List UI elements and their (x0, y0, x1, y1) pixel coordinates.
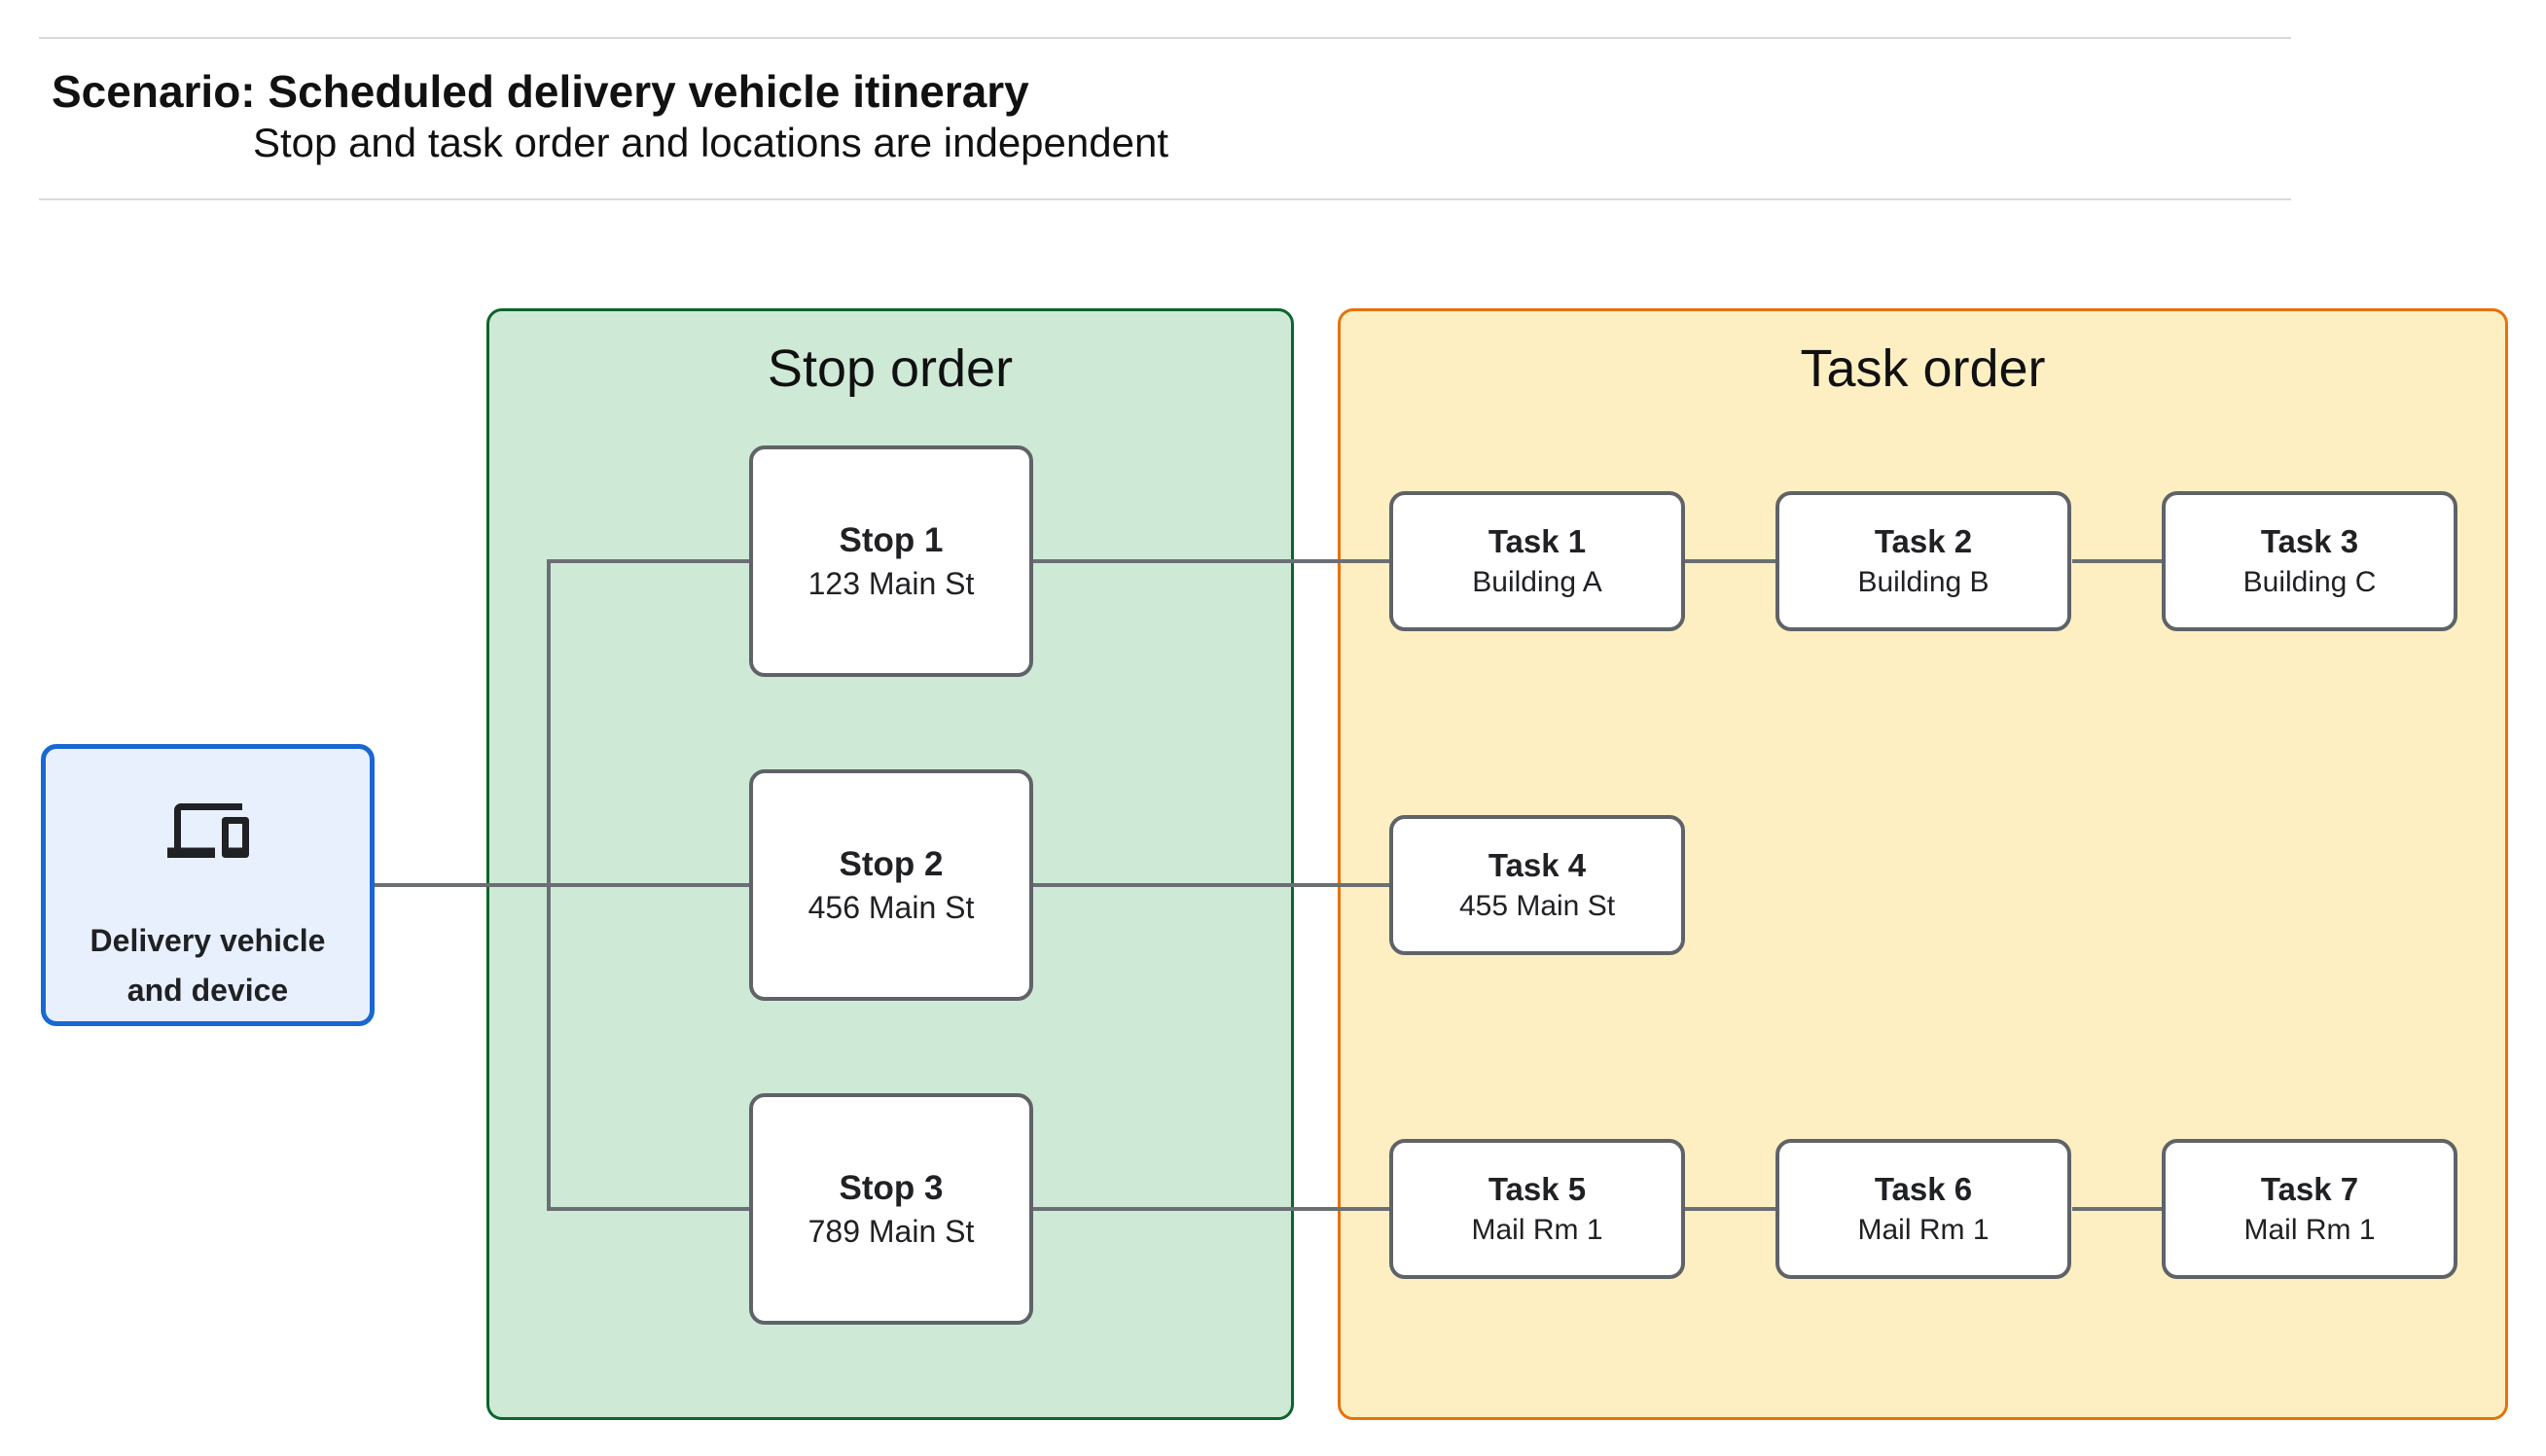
task-name: Task 7 (2260, 1171, 2359, 1208)
delivery-vehicle-node: Delivery vehicle and device (41, 744, 375, 1026)
header-divider-bottom (39, 198, 2291, 200)
stop-node-3: Stop 3 789 Main St (749, 1093, 1033, 1325)
connector-stop1-to-task1 (1033, 559, 1389, 563)
scenario-subtitle: Stop and task order and locations are in… (253, 120, 1169, 165)
connector-vehicle-to-stop2 (375, 883, 749, 887)
connector-trunk-to-stop1 (549, 559, 749, 563)
task-name: Task 4 (1488, 847, 1587, 884)
delivery-vehicle-label: Delivery vehicle and device (90, 916, 326, 1015)
devices-icon (166, 803, 249, 858)
task-node-4: Task 4 455 Main St (1389, 815, 1685, 955)
task-location: Mail Rm 1 (1471, 1213, 1603, 1246)
stop-node-2: Stop 2 456 Main St (749, 769, 1033, 1001)
task-name: Task 2 (1874, 523, 1973, 560)
stop-node-1: Stop 1 123 Main St (749, 445, 1033, 677)
task-location: 455 Main St (1458, 889, 1616, 922)
task-node-3: Task 3 Building C (2162, 491, 2457, 631)
delivery-vehicle-label-line2: and device (126, 973, 289, 1009)
connector-task6-to-task7 (2072, 1207, 2162, 1211)
header-divider-top (39, 37, 2291, 39)
task-node-6: Task 6 Mail Rm 1 (1775, 1139, 2071, 1279)
connector-stop3-to-task5 (1033, 1207, 1389, 1211)
connector-task5-to-task6 (1685, 1207, 1775, 1211)
stop-location: 456 Main St (807, 890, 975, 926)
task-location: Mail Rm 1 (2243, 1213, 2376, 1246)
task-order-title: Task order (1800, 339, 2046, 398)
task-location: Building B (1857, 565, 1990, 598)
connector-task2-to-task3 (2072, 559, 2162, 563)
stop-location: 789 Main St (807, 1214, 975, 1250)
stop-location: 123 Main St (807, 566, 975, 602)
task-location: Building C (2242, 565, 2377, 598)
delivery-vehicle-label-line1: Delivery vehicle (90, 923, 326, 958)
stop-name: Stop 3 (839, 1168, 944, 1207)
task-name: Task 5 (1488, 1171, 1587, 1208)
task-name: Task 1 (1488, 523, 1587, 560)
scenario-title: Scenario: Scheduled delivery vehicle iti… (52, 66, 1029, 117)
task-location: Mail Rm 1 (1857, 1213, 1990, 1246)
task-node-7: Task 7 Mail Rm 1 (2162, 1139, 2457, 1279)
stop-order-title: Stop order (767, 339, 1014, 398)
task-name: Task 3 (2260, 523, 2359, 560)
task-node-1: Task 1 Building A (1389, 491, 1685, 631)
task-location: Building A (1472, 565, 1602, 598)
connector-trunk-to-stop3 (549, 1207, 749, 1211)
task-node-5: Task 5 Mail Rm 1 (1389, 1139, 1685, 1279)
task-name: Task 6 (1874, 1171, 1973, 1208)
connector-stop2-to-task4 (1033, 883, 1389, 887)
stop-name: Stop 1 (839, 520, 944, 559)
task-node-2: Task 2 Building B (1775, 491, 2071, 631)
connector-task1-to-task2 (1685, 559, 1775, 563)
stop-name: Stop 2 (839, 844, 944, 883)
